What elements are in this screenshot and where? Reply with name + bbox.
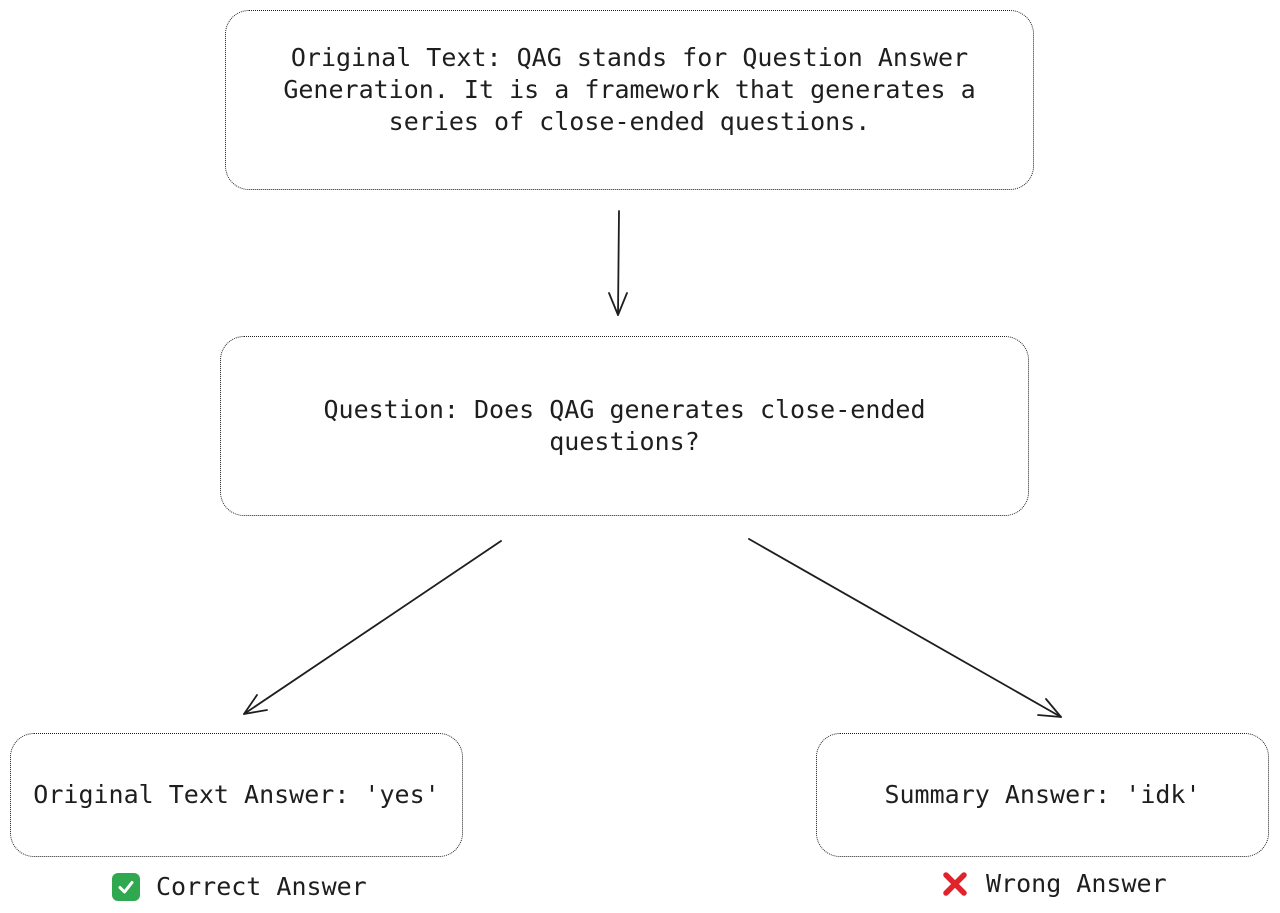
question-label: Question: Does QAG generates close-ended… bbox=[323, 395, 926, 456]
verdict-wrong: Wrong Answer bbox=[940, 869, 1167, 899]
original-text-label: Original Text: QAG stands for Question A… bbox=[283, 43, 976, 136]
verdict-correct: Correct Answer bbox=[112, 872, 367, 902]
summary-answer-box: Summary Answer: 'idk' bbox=[816, 733, 1269, 857]
original-answer-box: Original Text Answer: 'yes' bbox=[10, 733, 463, 857]
question-box: Question: Does QAG generates close-ended… bbox=[220, 336, 1029, 516]
summary-answer-label: Summary Answer: 'idk' bbox=[884, 780, 1201, 809]
arrow-question-to-original-answer bbox=[243, 540, 502, 715]
wrong-answer-label: Wrong Answer bbox=[986, 869, 1167, 898]
arrow-question-to-summary-answer bbox=[748, 538, 1062, 718]
cross-mark-icon bbox=[940, 869, 970, 899]
original-answer-label: Original Text Answer: 'yes' bbox=[33, 780, 440, 809]
arrow-original-to-question bbox=[608, 210, 628, 316]
check-mark-button-icon bbox=[112, 873, 140, 901]
correct-answer-label: Correct Answer bbox=[156, 872, 367, 901]
original-text-box: Original Text: QAG stands for Question A… bbox=[225, 10, 1034, 190]
